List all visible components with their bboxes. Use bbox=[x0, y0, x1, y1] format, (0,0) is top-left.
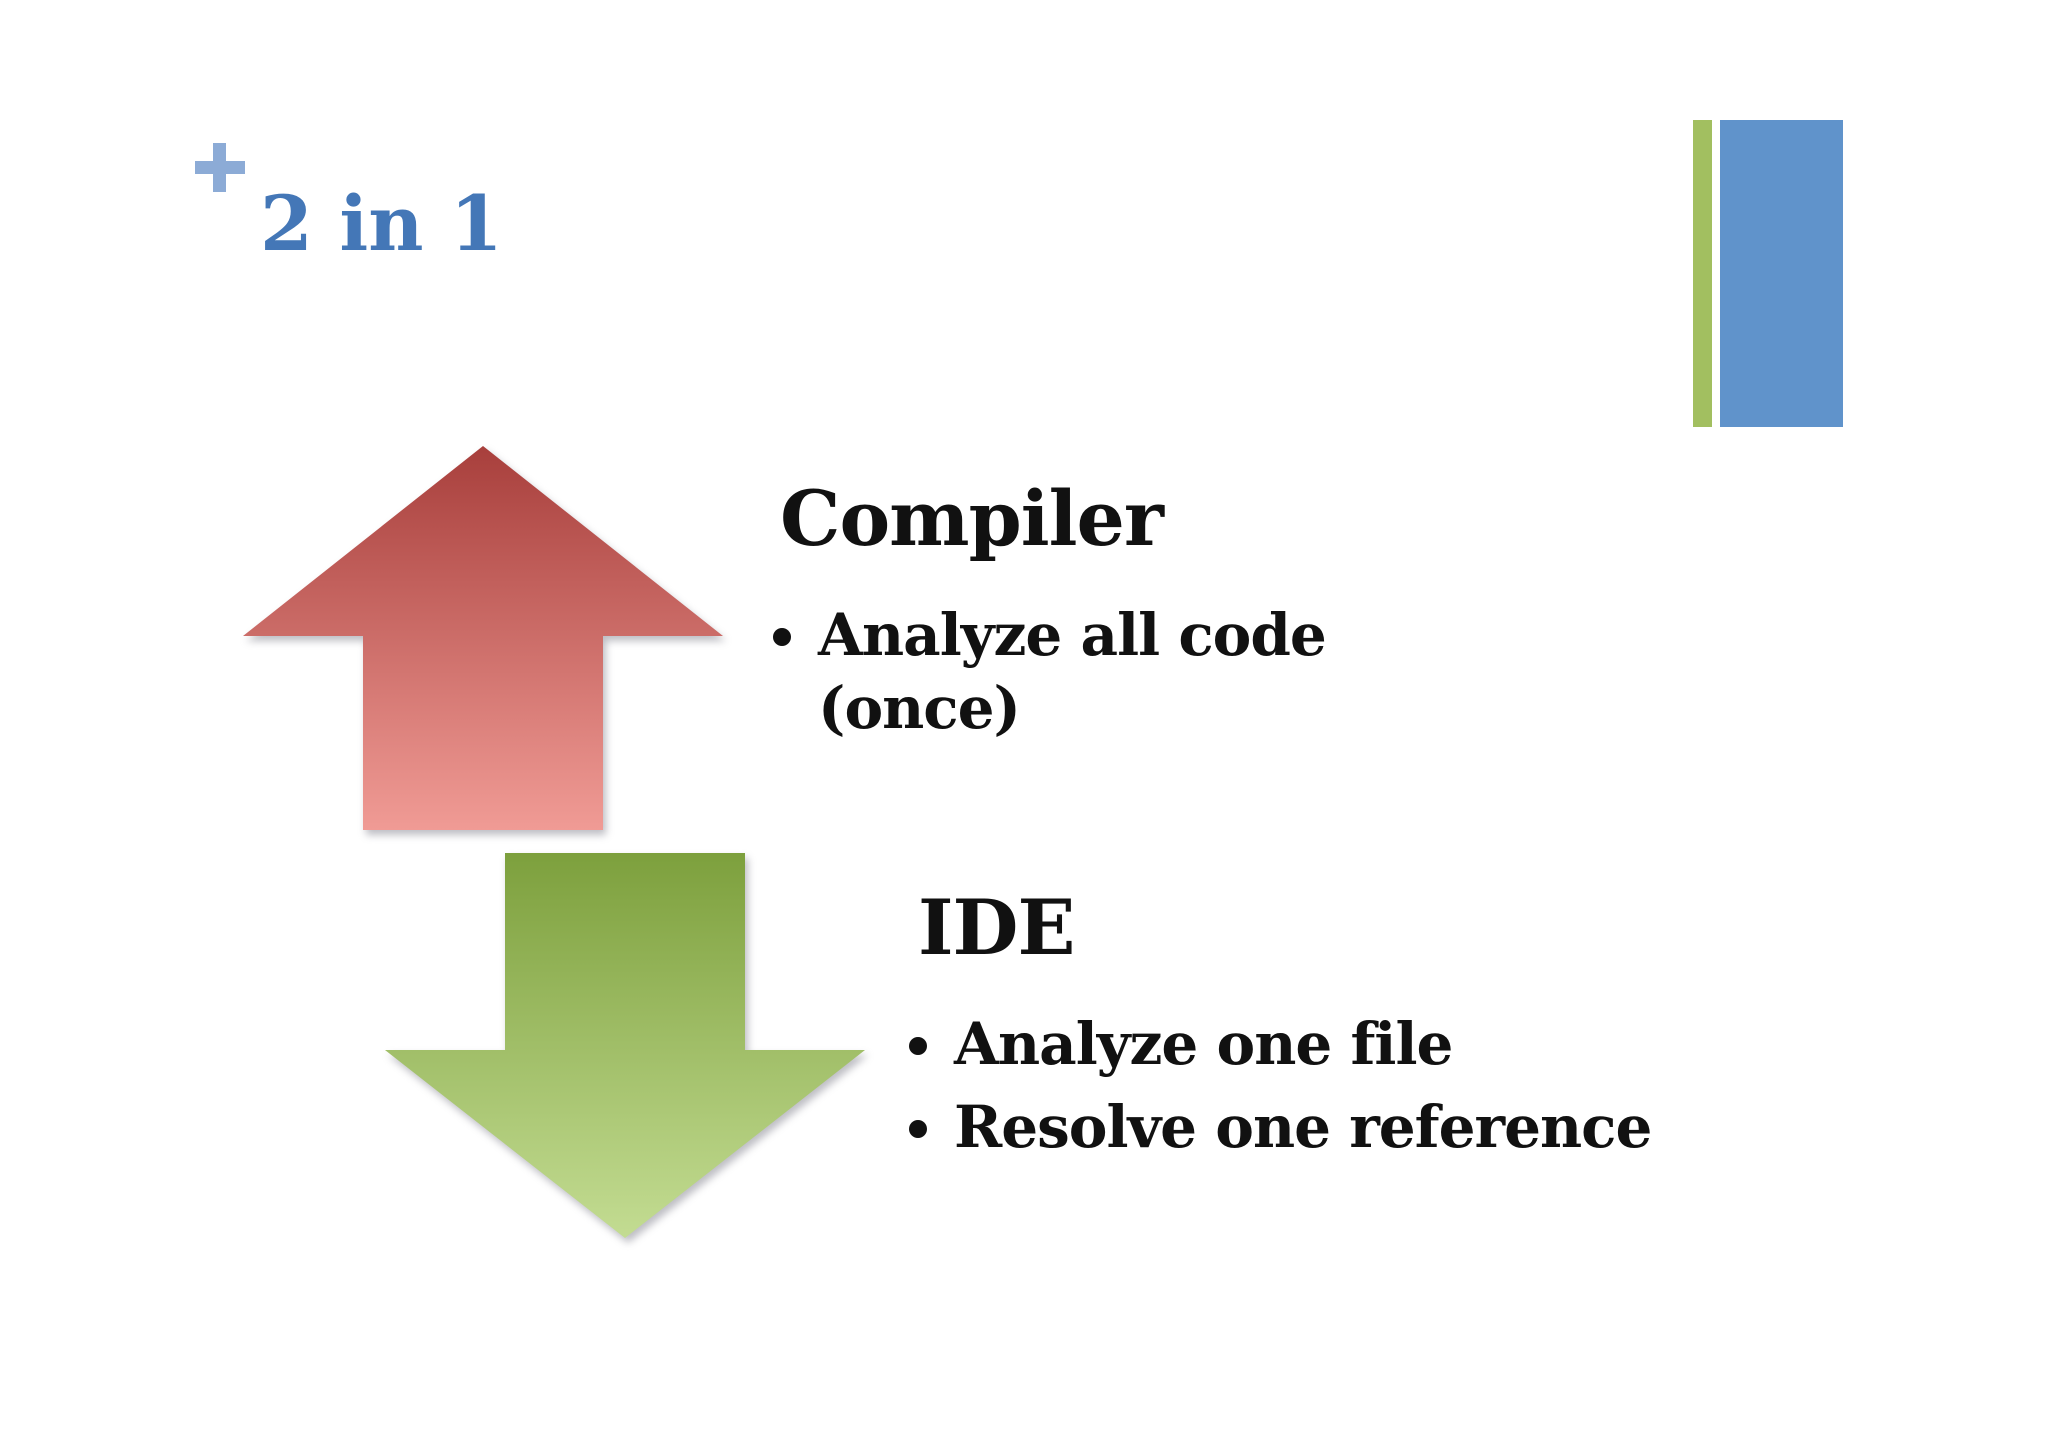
compiler-bullet-item: Analyze all code (once) bbox=[816, 599, 1456, 744]
ide-heading: IDE bbox=[918, 883, 1075, 972]
compiler-heading: Compiler bbox=[780, 474, 1164, 563]
compiler-bullet-list: Analyze all code (once) bbox=[782, 599, 1456, 744]
ide-bullet-list: Analyze one file Resolve one reference bbox=[918, 1008, 1732, 1163]
slide-title: 2 in 1 bbox=[260, 179, 503, 268]
up-arrow-shape bbox=[243, 446, 723, 830]
accent-rect-blue bbox=[1720, 120, 1843, 427]
accent-bar-green bbox=[1693, 120, 1712, 427]
plus-icon bbox=[195, 143, 245, 192]
compiler-up-arrow bbox=[243, 446, 723, 830]
plus-icon-vertical-bar bbox=[213, 143, 226, 192]
ide-bullet-item: Resolve one reference bbox=[952, 1091, 1732, 1164]
ide-bullet-item: Analyze one file bbox=[952, 1008, 1732, 1081]
ide-down-arrow bbox=[385, 853, 865, 1238]
down-arrow-shape bbox=[385, 853, 865, 1238]
